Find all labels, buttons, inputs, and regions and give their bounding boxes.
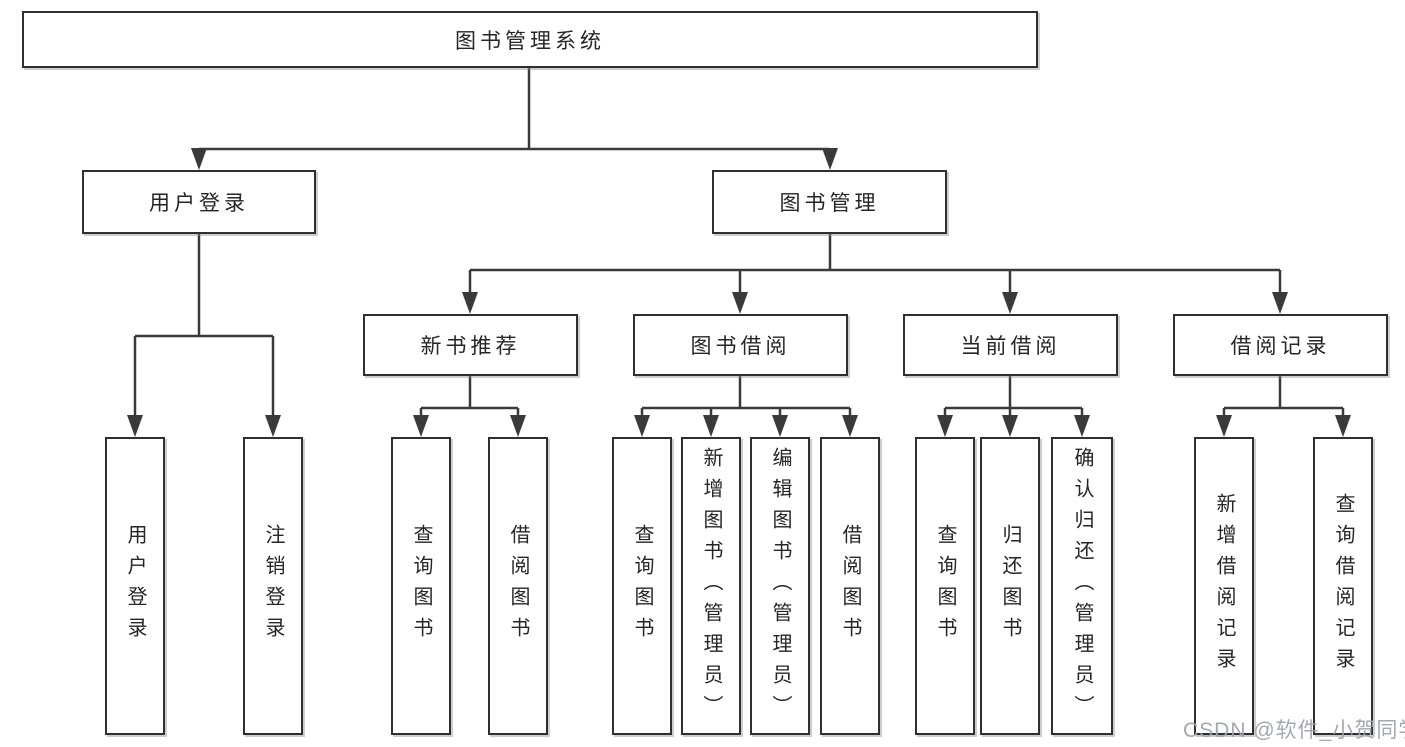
arrowhead-icon — [703, 415, 719, 437]
node-user-login: 用户登录 — [82, 170, 316, 234]
node-leaf-bb-borrow: 借阅图书 — [820, 437, 880, 735]
node-leaf-cb-return: 归还图书 — [980, 437, 1040, 735]
arrowhead-icon — [772, 415, 788, 437]
arrowhead-icon — [1335, 415, 1351, 437]
node-book-mgmt: 图书管理 — [712, 170, 947, 234]
node-new-book-rec-label: 新书推荐 — [420, 335, 521, 358]
node-leaf-cb-confirm-label: 确认归还（管理员） — [1071, 446, 1093, 726]
node-leaf-user-login-label: 用户登录 — [124, 524, 146, 648]
node-leaf-cb-confirm: 确认归还（管理员） — [1051, 437, 1113, 735]
arrowhead-icon — [842, 415, 858, 437]
node-leaf-bb-query: 查询图书 — [612, 437, 672, 735]
arrowhead-icon — [462, 292, 478, 314]
node-book-borrow: 图书借阅 — [633, 314, 848, 376]
node-book-borrow-label: 图书借阅 — [690, 335, 791, 358]
arrowhead-icon — [634, 415, 650, 437]
node-leaf-nb-query: 查询图书 — [391, 437, 451, 735]
arrowhead-icon — [413, 415, 429, 437]
node-leaf-bb-borrow-label: 借阅图书 — [839, 524, 861, 648]
arrowhead-icon — [1272, 292, 1288, 314]
node-leaf-br-add: 新增借阅记录 — [1194, 437, 1254, 735]
arrowhead-icon — [265, 415, 281, 437]
node-leaf-bb-edit: 编辑图书（管理员） — [750, 437, 810, 735]
node-leaf-nb-query-label: 查询图书 — [410, 524, 432, 648]
node-leaf-nb-borrow: 借阅图书 — [488, 437, 548, 735]
node-root-label: 图书管理系统 — [455, 29, 605, 53]
node-root: 图书管理系统 — [22, 11, 1038, 68]
arrowhead-icon — [1074, 415, 1090, 437]
node-borrow-records: 借阅记录 — [1173, 314, 1388, 376]
node-current-borrow-label: 当前借阅 — [960, 335, 1061, 358]
csdn-watermark: CSDN @软件_小贺同学 — [1183, 719, 1405, 742]
arrowhead-icon — [510, 415, 526, 437]
arrowhead-icon — [1216, 415, 1232, 437]
node-leaf-logout-label: 注销登录 — [262, 524, 284, 648]
arrowhead-icon — [732, 292, 748, 314]
node-leaf-bb-edit-label: 编辑图书（管理员） — [769, 446, 791, 726]
node-leaf-cb-query-label: 查询图书 — [934, 524, 956, 648]
arrowhead-icon — [1002, 292, 1018, 314]
node-new-book-rec: 新书推荐 — [363, 314, 578, 376]
node-user-login-label: 用户登录 — [149, 192, 249, 215]
node-leaf-cb-query: 查询图书 — [915, 437, 975, 735]
node-leaf-br-query: 查询借阅记录 — [1313, 437, 1373, 735]
node-leaf-cb-return-label: 归还图书 — [999, 524, 1021, 648]
node-leaf-nb-borrow-label: 借阅图书 — [507, 524, 529, 648]
node-leaf-br-add-label: 新增借阅记录 — [1213, 493, 1235, 679]
node-book-mgmt-label: 图书管理 — [779, 192, 880, 215]
arrowhead-icon — [127, 415, 143, 437]
arrowhead-icon — [191, 148, 207, 170]
node-borrow-records-label: 借阅记录 — [1230, 335, 1331, 358]
node-leaf-bb-add: 新增图书（管理员） — [681, 437, 741, 735]
node-leaf-logout: 注销登录 — [243, 437, 303, 735]
arrowhead-icon — [937, 415, 953, 437]
arrowhead-icon — [1002, 415, 1018, 437]
node-current-borrow: 当前借阅 — [903, 314, 1118, 376]
node-leaf-br-query-label: 查询借阅记录 — [1332, 493, 1354, 679]
node-leaf-user-login: 用户登录 — [105, 437, 165, 735]
arrowhead-icon — [822, 148, 838, 170]
node-leaf-bb-query-label: 查询图书 — [631, 524, 653, 648]
node-leaf-bb-add-label: 新增图书（管理员） — [700, 446, 722, 726]
